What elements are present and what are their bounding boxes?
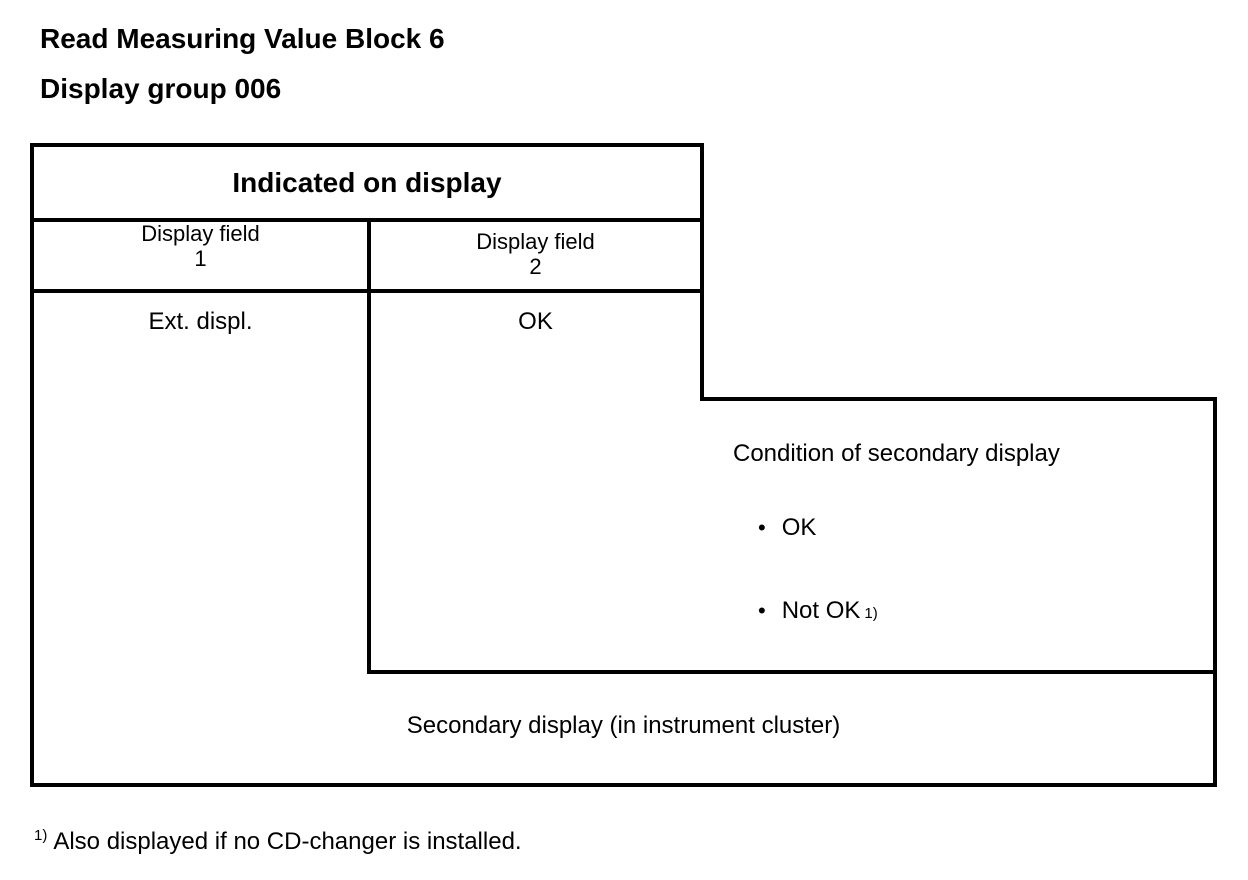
bullet-icon: •: [758, 515, 766, 540]
condition-title-text: Condition of secondary display: [733, 440, 1060, 467]
table-border-top: [30, 143, 704, 147]
footnote-text: Also displayed if no CD-changer is insta…: [53, 828, 522, 855]
table-border-left: [30, 143, 34, 787]
column-1-label: Display field: [141, 221, 260, 246]
table-column-divider: [367, 218, 371, 674]
footnote: 1) Also displayed if no CD-changer is ins…: [34, 828, 522, 856]
column-header-display-field-1: Display field 1: [34, 221, 367, 271]
table-border-bottom: [30, 783, 1217, 787]
field-2-value: OK: [518, 308, 553, 335]
secondary-display-text: Secondary display (in instrument cluster…: [406, 712, 841, 739]
footnote-marker: 1): [34, 827, 48, 844]
table-header-indicated-on-display: Indicated on display: [34, 147, 700, 218]
table-border-right-lower: [1213, 397, 1217, 787]
condition-title: Condition of secondary display: [733, 440, 1060, 468]
secondary-band-separator: [367, 670, 1217, 674]
table-border-right-upper: [700, 143, 704, 401]
table-header-label: Indicated on display: [232, 166, 502, 198]
bullet-item-not-ok: • Not OK 1): [758, 597, 878, 624]
field-1-value: Ext. displ.: [148, 308, 253, 335]
secondary-display-band-label: Secondary display (in instrument cluster…: [30, 712, 1217, 740]
bullet-ok-label: OK: [781, 514, 817, 541]
bullet-not-ok-label: Not OK: [781, 597, 861, 624]
bullet-item-ok: • OK: [758, 514, 816, 542]
column-2-label: Display field: [476, 229, 595, 254]
column-header-display-field-2: Display field 2: [371, 229, 700, 279]
page-title: Read Measuring Value Block 6 Display gro…: [40, 14, 445, 114]
bullet-icon: •: [758, 598, 766, 623]
table-border-step: [700, 397, 1217, 401]
column-1-number: 1: [194, 246, 207, 271]
page-title-line1: Read Measuring Value Block 6: [40, 23, 445, 54]
column-2-number: 2: [529, 254, 542, 279]
page-title-line2: Display group 006: [40, 73, 282, 104]
cell-display-field-2-value: OK: [371, 308, 700, 336]
cell-display-field-1-value: Ext. displ.: [34, 308, 367, 336]
